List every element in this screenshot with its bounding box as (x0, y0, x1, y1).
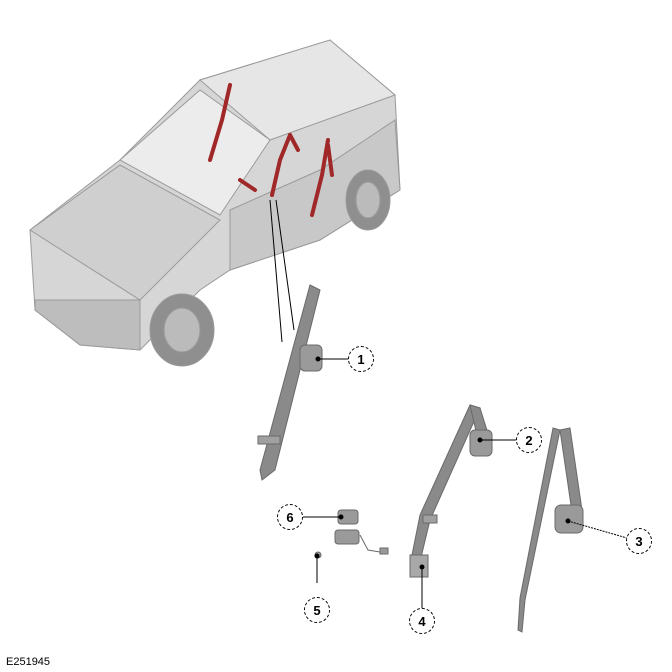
callout-2: 2 (516, 427, 542, 453)
vehicle-illustration (29, 39, 401, 367)
callout-6: 6 (277, 504, 303, 530)
callout-4: 4 (409, 608, 435, 634)
front-seat-belt (257, 284, 323, 481)
figure-reference: E251945 (6, 656, 51, 668)
callout-1: 1 (348, 346, 374, 372)
callout-3: 3 (626, 528, 652, 554)
rear-seat-belt-right (517, 427, 584, 633)
callout-leaders (302, 356, 628, 609)
belt-location-highlights (208, 83, 334, 217)
callout-5: 5 (304, 597, 330, 623)
rear-seat-belt-left (409, 404, 493, 578)
vehicle-leader-lines (269, 199, 295, 343)
